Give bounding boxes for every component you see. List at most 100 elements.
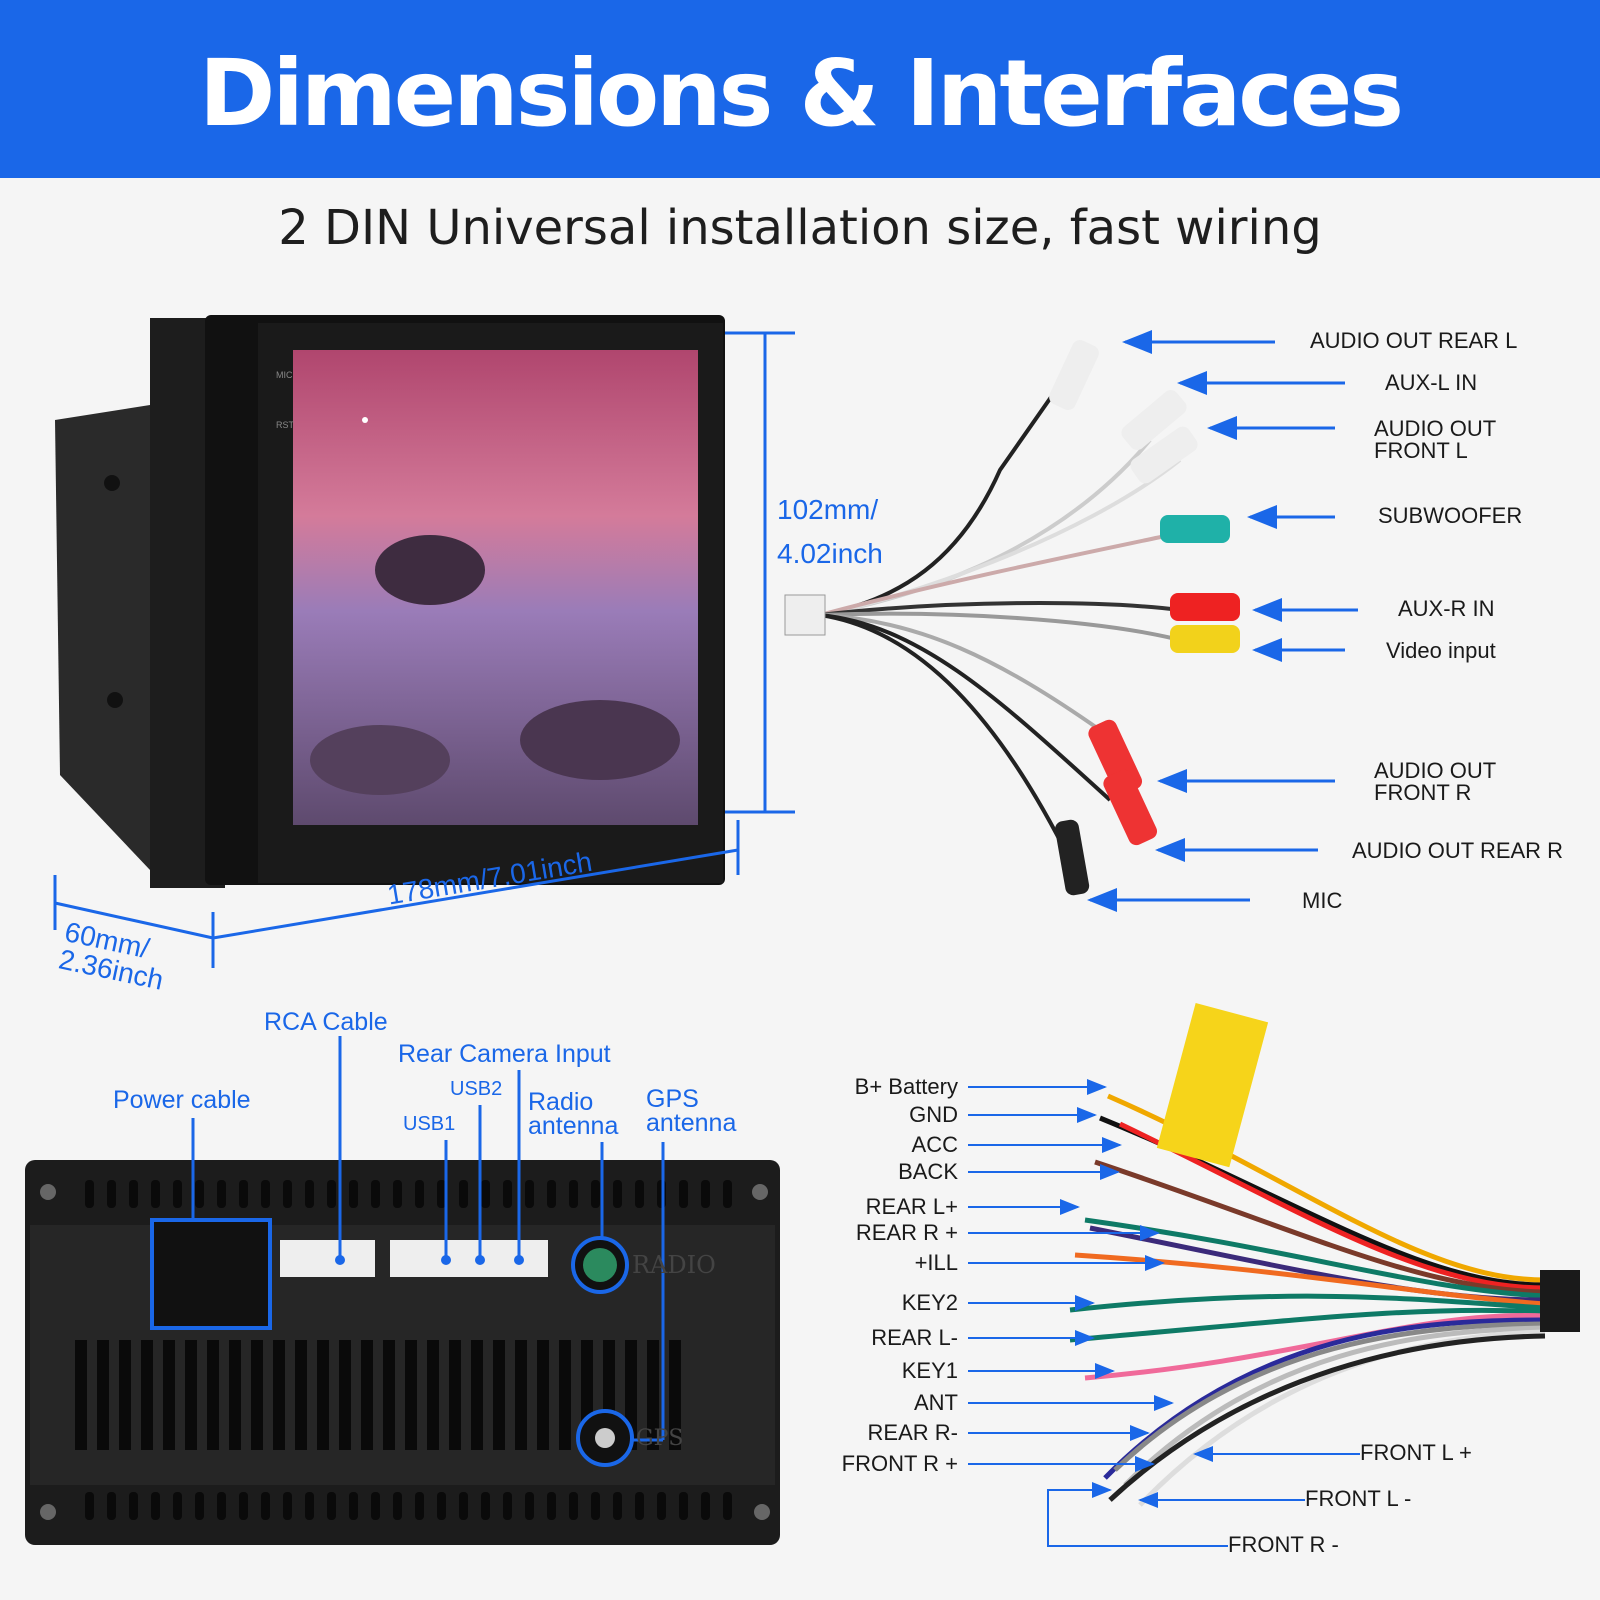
vent-slot — [569, 1492, 578, 1520]
wire-label: FRONT L - — [1305, 1486, 1412, 1511]
vent-slot — [547, 1492, 556, 1520]
vent-slot — [185, 1340, 197, 1450]
back-panel-label: USB2 — [450, 1078, 503, 1100]
vent-slot — [141, 1340, 153, 1450]
back-panel-label: Rear Camera Input — [398, 1040, 611, 1068]
vent-slot — [459, 1492, 468, 1520]
radio-port-print: RADIO — [632, 1251, 716, 1279]
rca-arrows — [1087, 330, 1358, 912]
vent-slot — [635, 1180, 644, 1208]
vent-slot — [151, 1492, 160, 1520]
vent-slot — [239, 1180, 248, 1208]
vent-slot — [261, 1492, 270, 1520]
vent-slot — [503, 1180, 512, 1208]
height-dimension: 102mm/4.02inch — [777, 494, 883, 569]
gps-port-print: GPS — [636, 1426, 684, 1451]
wire-label: FRONT L + — [1360, 1440, 1472, 1465]
vent-slot — [317, 1340, 329, 1450]
vent-slot — [679, 1492, 688, 1520]
vent-slot — [591, 1492, 600, 1520]
vent-slot — [151, 1180, 160, 1208]
vent-slot — [669, 1340, 681, 1450]
wire-label: GND — [909, 1102, 958, 1127]
back-panel-leader-lines — [191, 1036, 665, 1442]
page-title: Dimensions & Interfaces — [199, 40, 1404, 147]
vent-slot — [371, 1492, 380, 1520]
side-button-label: MIC — [276, 370, 293, 380]
rca-plugs — [1049, 339, 1240, 896]
wire-label: ACC — [911, 1132, 958, 1157]
back-panel-label: USB1 — [403, 1113, 456, 1135]
vent-slot — [437, 1492, 446, 1520]
vent-slot — [85, 1492, 94, 1520]
vent-slot — [327, 1492, 336, 1520]
vent-slot — [635, 1492, 644, 1520]
vent-slot — [481, 1180, 490, 1208]
vent-slot — [383, 1340, 395, 1450]
wire-label: B+ Battery — [854, 1074, 958, 1099]
vent-slot — [361, 1340, 373, 1450]
wire-label: +ILL — [914, 1250, 958, 1275]
vent-slot — [97, 1340, 109, 1450]
vent-slot — [591, 1180, 600, 1208]
vent-slot — [207, 1340, 219, 1450]
power-harness-arrows — [968, 1079, 1360, 1547]
wire-label: REAR R + — [855, 1220, 958, 1245]
vent-slot — [273, 1340, 285, 1450]
vent-slot — [525, 1492, 534, 1520]
vent-slot — [723, 1180, 732, 1208]
vent-slot — [503, 1492, 512, 1520]
vent-slot — [657, 1492, 666, 1520]
vent-slot — [647, 1340, 659, 1450]
rca-label: AUX-R IN — [1398, 596, 1495, 621]
vent-slot — [459, 1180, 468, 1208]
vent-slot — [525, 1180, 534, 1208]
wire-label: REAR L- — [871, 1325, 958, 1350]
rca-label: SUBWOOFER — [1378, 503, 1523, 528]
vent-slot — [613, 1492, 622, 1520]
vent-slot — [195, 1180, 204, 1208]
vent-slot — [427, 1340, 439, 1450]
vent-slot — [239, 1492, 248, 1520]
vent-slot — [217, 1492, 226, 1520]
back-panel-label: RCA Cable — [264, 1008, 388, 1036]
wire-label: REAR L+ — [865, 1194, 958, 1219]
vent-slot — [173, 1492, 182, 1520]
vent-slot — [471, 1340, 483, 1450]
vent-slot — [393, 1180, 402, 1208]
vent-slot — [129, 1492, 138, 1520]
vent-slot — [339, 1340, 351, 1450]
vent-slot — [405, 1340, 417, 1450]
header-banner: Dimensions & Interfaces — [0, 0, 1600, 178]
vent-slot — [195, 1492, 204, 1520]
rca-label: AUDIO OUT REAR R — [1352, 838, 1564, 863]
vent-slot — [515, 1340, 527, 1450]
page-subtitle: 2 DIN Universal installation size, fast … — [278, 200, 1322, 256]
vent-slot — [305, 1180, 314, 1208]
vent-slot — [559, 1340, 571, 1450]
wire-arrow — [1047, 1482, 1228, 1547]
vent-slot — [173, 1180, 182, 1208]
rca-label: MIC — [1302, 888, 1343, 913]
rca-label: AUDIO OUT REAR L — [1310, 328, 1518, 353]
vent-slot — [75, 1340, 87, 1450]
back-panel-label: Power cable — [113, 1086, 251, 1114]
power-harness — [1069, 1002, 1580, 1507]
vent-slot — [327, 1180, 336, 1208]
wire-label: REAR R- — [867, 1420, 958, 1445]
vent-slot — [295, 1340, 307, 1450]
vent-slot — [107, 1492, 116, 1520]
vent-slot — [129, 1180, 138, 1208]
vent-slot — [107, 1180, 116, 1208]
vent-slot — [261, 1180, 270, 1208]
vent-slot — [437, 1180, 446, 1208]
vent-slot — [547, 1180, 556, 1208]
rca-label: Video input — [1386, 638, 1496, 663]
vent-slot — [283, 1180, 292, 1208]
vent-slot — [217, 1180, 226, 1208]
